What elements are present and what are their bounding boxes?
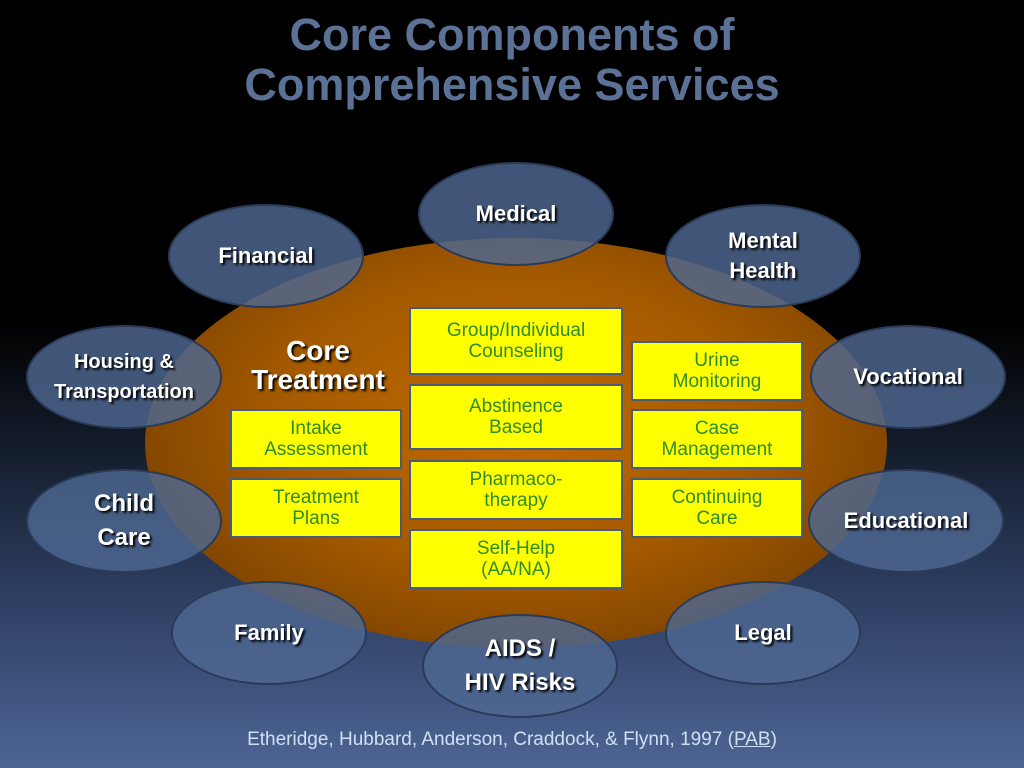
oval-educational: Educational	[808, 469, 1004, 573]
box-urine-monitoring: Urine Monitoring	[631, 341, 803, 401]
box-treatment-plans: Treatment Plans	[230, 478, 402, 538]
citation-text: Etheridge, Hubbard, Anderson, Craddock, …	[247, 729, 734, 750]
box-continuing-care: Continuing Care	[631, 478, 803, 538]
citation-close: )	[770, 729, 777, 750]
oval-family: Family	[171, 581, 367, 685]
box-abstinence-based: Abstinence Based	[409, 384, 623, 450]
oval-financial: Financial	[168, 204, 364, 308]
citation: Etheridge, Hubbard, Anderson, Craddock, …	[0, 729, 1024, 751]
title-line-1: Core Components of	[289, 9, 735, 60]
oval-medical: Medical	[418, 162, 614, 266]
oval-housing-transportation: Housing & Transportation	[26, 325, 222, 429]
box-group-counseling: Group/Individual Counseling	[409, 307, 623, 375]
box-case-management: Case Management	[631, 409, 803, 469]
oval-legal: Legal	[665, 581, 861, 685]
citation-link-pab[interactable]: PAB	[733, 729, 771, 750]
core-treatment-label: Core Treatment	[251, 335, 385, 395]
oval-child-care: Child Care	[26, 469, 222, 573]
slide-title: Core Components of Comprehensive Service…	[0, 10, 1024, 110]
box-intake-assessment: Intake Assessment	[230, 409, 402, 469]
oval-vocational: Vocational	[810, 325, 1006, 429]
title-line-2: Comprehensive Services	[244, 59, 780, 110]
box-pharmacotherapy: Pharmaco- therapy	[409, 460, 623, 520]
oval-aids-hiv-risks: AIDS / HIV Risks	[422, 614, 618, 718]
oval-mental-health: Mental Health	[665, 204, 861, 308]
box-self-help: Self-Help (AA/NA)	[409, 529, 623, 589]
